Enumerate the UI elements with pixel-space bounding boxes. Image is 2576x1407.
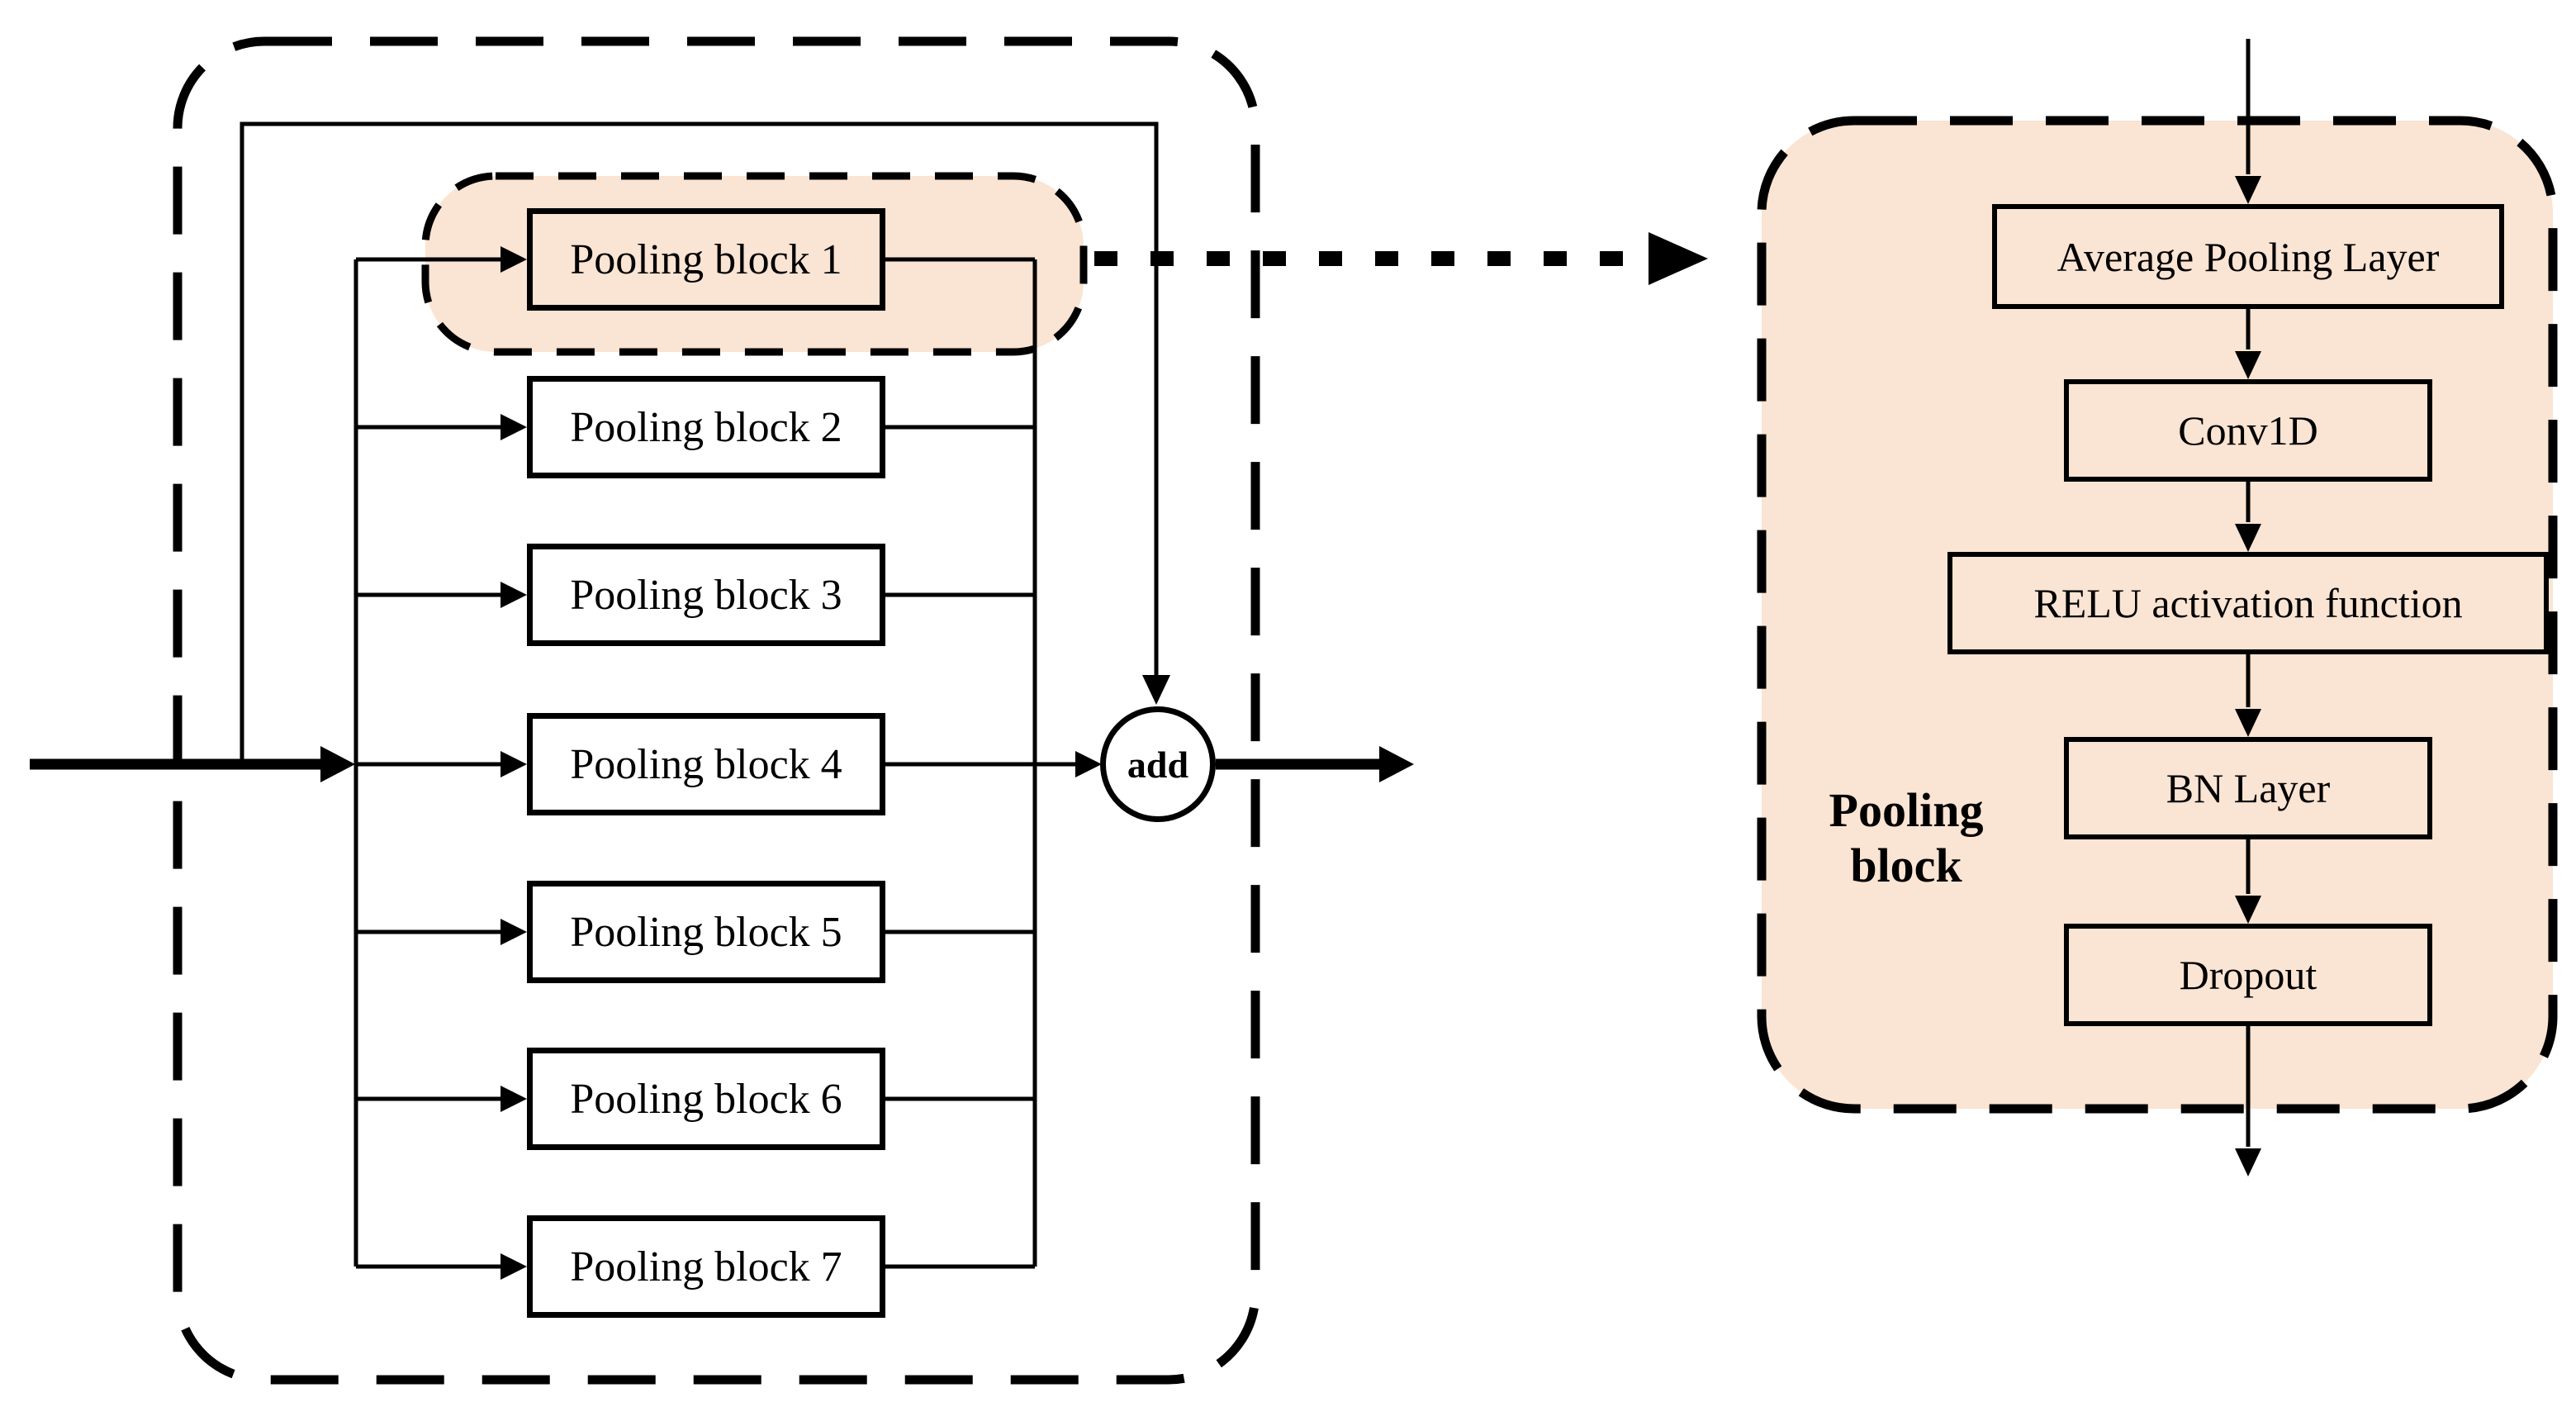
avgpool-to-conv-arrowhead-icon xyxy=(2235,351,2261,379)
block-output-lines xyxy=(884,257,1035,1269)
relu-activation-node: RELU activation function xyxy=(1947,552,2549,654)
bn-to-dropout-arrowhead-icon xyxy=(2235,896,2261,924)
detail-reference-arrowhead-icon xyxy=(1649,232,1708,285)
pooling-block-detail-title: Pooling block xyxy=(1782,783,2030,893)
pooling-block-detail-dashed-border xyxy=(1757,116,2558,1114)
relu-to-bn-arrowhead-icon xyxy=(2235,709,2261,737)
block1-input-arrowhead-icon xyxy=(500,246,527,273)
main-output-arrowhead-icon xyxy=(1379,746,1414,782)
skip-connection-line xyxy=(240,121,1159,764)
pooling-block-4-node: Pooling block 4 xyxy=(527,713,885,815)
pooling-block-3-node: Pooling block 3 xyxy=(527,544,885,646)
conv-to-relu-arrowhead-icon xyxy=(2235,524,2261,552)
average-pooling-layer-node: Average Pooling Layer xyxy=(1992,204,2504,309)
block-input-arrows xyxy=(356,246,527,1280)
block3-input-arrowhead-icon xyxy=(500,582,527,608)
detail-flow-arrows xyxy=(2235,39,2261,1176)
add-input-arrowhead-icon xyxy=(1075,751,1102,777)
skip-connection-arrowhead-icon xyxy=(1142,675,1170,705)
main-input-arrowhead-icon xyxy=(320,746,355,782)
detail-input-arrowhead-icon xyxy=(2235,176,2261,204)
add-node: add xyxy=(1100,706,1216,822)
block6-input-arrowhead-icon xyxy=(500,1086,527,1112)
pooling-block-detail-title-line2: block xyxy=(1850,838,1962,892)
pooling-block-2-node: Pooling block 2 xyxy=(527,376,885,478)
block5-input-arrowhead-icon xyxy=(500,919,527,945)
block2-input-arrowhead-icon xyxy=(500,414,527,440)
detail-output-arrowhead-icon xyxy=(2235,1148,2261,1176)
pooling-block-5-node: Pooling block 5 xyxy=(527,881,885,983)
bn-layer-node: BN Layer xyxy=(2064,737,2432,839)
block4-input-arrowhead-icon xyxy=(500,751,527,777)
pooling-block-6-node: Pooling block 6 xyxy=(527,1048,885,1150)
pooling-block-detail-title-line1: Pooling xyxy=(1829,783,1984,837)
pooling-block-1-node: Pooling block 1 xyxy=(527,208,885,311)
pooling-block-7-node: Pooling block 7 xyxy=(527,1215,885,1318)
conv1d-node: Conv1D xyxy=(2064,379,2432,482)
dropout-node: Dropout xyxy=(2064,924,2432,1026)
left-diagram-dashed-border xyxy=(173,36,1260,1385)
block7-input-arrowhead-icon xyxy=(500,1253,527,1280)
